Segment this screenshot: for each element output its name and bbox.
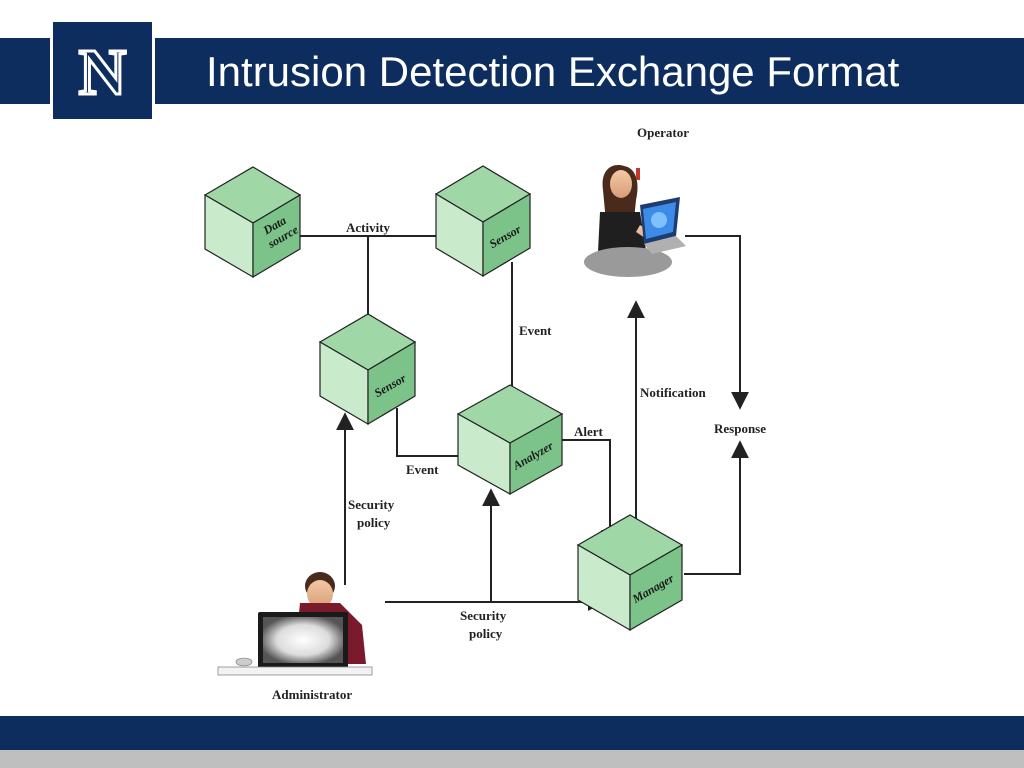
label-event-top: Event <box>519 323 552 338</box>
label-response: Response <box>714 421 766 436</box>
label-notification: Notification <box>640 385 706 400</box>
label-event-mid: Event <box>406 462 439 477</box>
administrator-illustration-icon <box>217 572 373 676</box>
logo-n-icon: N <box>77 35 128 111</box>
footer-band <box>0 716 1024 750</box>
arrow-op-response <box>685 235 749 410</box>
operator-illustration-icon <box>584 165 686 277</box>
cube-data-source: Data source <box>203 166 301 279</box>
title-bar <box>0 38 1024 104</box>
cube-analyzer: Analyzer <box>456 384 564 496</box>
label-security-policy-left: Security policy <box>348 497 397 530</box>
footer-strip <box>0 750 1024 768</box>
arrow-alert <box>560 439 619 548</box>
university-logo: N <box>50 19 155 122</box>
arrows <box>300 227 749 611</box>
arrow-event-mid <box>396 408 478 465</box>
label-operator: Operator <box>637 125 689 140</box>
label-administrator: Administrator <box>272 687 352 702</box>
label-alert: Alert <box>574 424 604 439</box>
label-activity: Activity <box>346 220 391 235</box>
logo-letter: N <box>79 36 127 109</box>
cube-sensor-top: Sensor <box>434 165 532 278</box>
cube-sensor-mid: Sensor <box>318 313 417 426</box>
cube-manager: Manager <box>576 514 684 632</box>
arrow-mgr-response <box>684 440 749 575</box>
label-security-policy-bottom: Security policy <box>460 608 509 641</box>
slide-title: Intrusion Detection Exchange Format <box>206 48 900 95</box>
